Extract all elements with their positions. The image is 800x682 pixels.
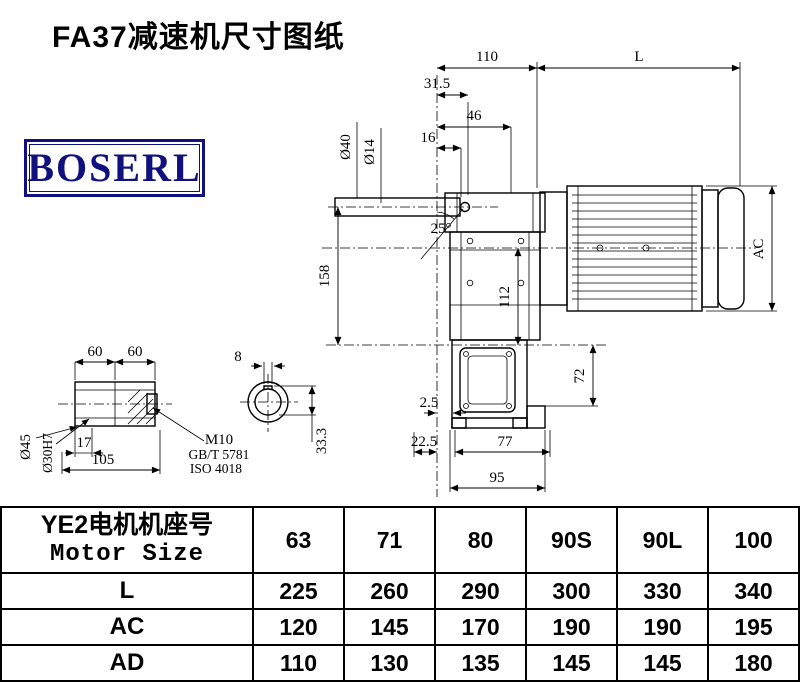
dim-105: 105 [92, 452, 115, 468]
row-label-L: L [0, 572, 254, 610]
motor-end-ring [701, 189, 719, 308]
motor-body [566, 185, 703, 312]
dim-112: 112 [497, 286, 513, 308]
cell-AD-100: 180 [707, 644, 800, 682]
section-outer-circle [247, 381, 289, 423]
size-col-90l: 90L [616, 506, 709, 574]
cell-L-71: 260 [343, 572, 436, 610]
cell-AC-100: 195 [707, 608, 800, 646]
dim-AC: AC [751, 239, 767, 260]
note-m10: M10 [205, 432, 233, 448]
dimension-lines [334, 64, 776, 492]
keyway [263, 385, 273, 390]
cell-L-90s: 300 [525, 572, 618, 610]
table-row-AC: AC 120 145 170 190 190 195 [0, 608, 800, 646]
note-gbt-5781: GB/T 5781 [189, 447, 250, 462]
motor-size-label-cn: YE2电机机座号 [40, 510, 214, 539]
dim-2-5: 2.5 [420, 395, 439, 411]
dim-46: 46 [467, 108, 483, 124]
dim-dia45: Ø45 [18, 434, 34, 460]
cell-L-90l: 330 [616, 572, 709, 610]
size-col-71: 71 [343, 506, 436, 574]
end-bolt [146, 393, 158, 415]
dim-31-5: 31.5 [424, 76, 450, 92]
dim-72: 72 [572, 369, 588, 384]
cell-AD-90l: 145 [616, 644, 709, 682]
dim-110: 110 [476, 49, 498, 65]
cell-AD-71: 130 [343, 644, 436, 682]
motor-size-header-cell: YE2电机机座号 Motor Size [0, 506, 254, 574]
dim-158: 158 [317, 265, 333, 288]
row-label-AD: AD [0, 644, 254, 682]
extension-lines [356, 62, 777, 492]
size-col-80: 80 [434, 506, 527, 574]
motor [539, 185, 745, 312]
hatching [127, 389, 156, 425]
dim-dia40: Ø40 [338, 134, 354, 160]
centerlines [322, 75, 756, 497]
cell-L-63: 225 [252, 572, 345, 610]
dim-16: 16 [421, 130, 437, 146]
motor-fins [572, 194, 697, 300]
dim-dia30h7: Ø30H7 [40, 433, 55, 473]
cell-L-80: 290 [434, 572, 527, 610]
boserl-logo-text: BOSERL [27, 145, 202, 190]
dim-22-5: 22.5 [411, 434, 437, 450]
dimension-drawing: 110 L 31.5 46 16 Ø40 Ø14 25° 158 112 AC … [18, 49, 777, 497]
dim-25deg: 25° [431, 221, 452, 237]
hollow-shaft [74, 381, 158, 427]
cell-L-100: 340 [707, 572, 800, 610]
dim-8: 8 [234, 349, 242, 365]
shaft-side-view: 60 60 Ø45 Ø30H7 17 105 M10 GB/T 5781 ISO… [18, 344, 249, 476]
cell-AC-90l: 190 [616, 608, 709, 646]
cell-AD-90s: 145 [525, 644, 618, 682]
dim-17: 17 [77, 435, 93, 451]
cell-AC-63: 120 [252, 608, 345, 646]
motor-size-label-en: Motor Size [49, 541, 205, 569]
section-bore-circle [254, 388, 282, 416]
table-row-L: L 225 260 290 300 330 340 [0, 572, 800, 610]
size-col-90s: 90S [525, 506, 618, 574]
motor-flange [539, 191, 568, 306]
dim-77: 77 [498, 434, 514, 450]
dim-60-left: 60 [88, 344, 103, 360]
dim-L: L [634, 49, 643, 65]
cell-AC-90s: 190 [525, 608, 618, 646]
main-view: 110 L 31.5 46 16 Ø40 Ø14 25° 158 112 AC … [317, 49, 777, 497]
dim-dia14: Ø14 [362, 139, 378, 165]
cell-AC-71: 145 [343, 608, 436, 646]
boserl-logo: BOSERL [24, 139, 205, 197]
section-dimension-lines [251, 362, 316, 442]
cell-AC-80: 170 [434, 608, 527, 646]
dim-60-right: 60 [128, 344, 143, 360]
dim-95: 95 [490, 470, 505, 486]
shaft-section-view: 8 33.3 [234, 349, 330, 454]
cell-AD-80: 135 [434, 644, 527, 682]
dim-33-3: 33.3 [314, 428, 330, 454]
table-row-AD: AD 110 130 135 145 145 180 [0, 644, 800, 682]
table-header-row: YE2电机机座号 Motor Size 63 71 80 90S 90L 100 [0, 506, 800, 574]
shaft-dimension-lines [35, 358, 205, 474]
cell-AD-63: 110 [252, 644, 345, 682]
motor-size-table: YE2电机机座号 Motor Size 63 71 80 90S 90L 100… [0, 506, 800, 682]
row-label-AC: AC [0, 608, 254, 646]
size-col-63: 63 [252, 506, 345, 574]
motor-fan-cover [717, 187, 745, 310]
size-col-100: 100 [707, 506, 800, 574]
note-iso-4018: ISO 4018 [190, 461, 242, 476]
page-title: FA37减速机尺寸图纸 [52, 21, 345, 54]
